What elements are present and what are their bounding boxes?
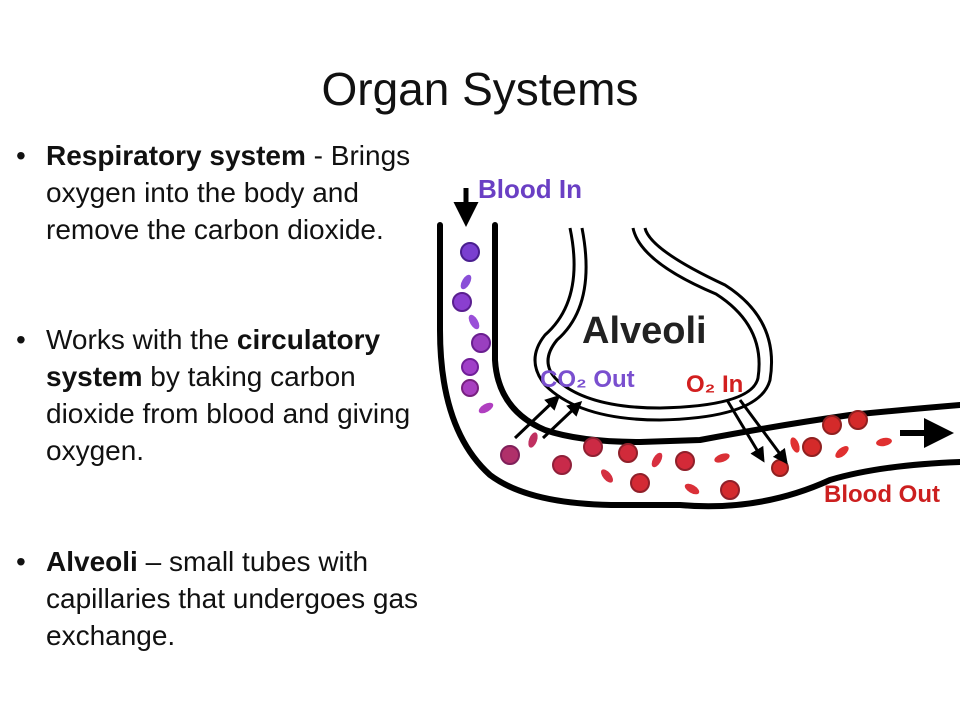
cell (452, 292, 472, 312)
bullet-pre: Works with the (46, 324, 237, 355)
co2-out-arrow (541, 400, 583, 440)
cell (790, 437, 800, 453)
cell (714, 453, 730, 463)
bullet-text: Works with the circulatory system by tak… (46, 321, 416, 469)
cell (468, 314, 480, 330)
bullet-bold: circulatory system (46, 324, 381, 392)
slide-title: Organ Systems (321, 63, 639, 115)
cell (583, 437, 603, 457)
cell (675, 451, 695, 471)
bullet-bold: Alveoli (46, 546, 138, 577)
cell (552, 455, 572, 475)
co2-out-arrow (513, 394, 561, 440)
o2-in-arrow (725, 399, 765, 463)
bullet-text: Alveoli – small tubes with capillaries t… (46, 543, 476, 654)
alveoli-label: Alveoli (582, 310, 707, 352)
bullet-list: • Respiratory system - Brings oxygen int… (16, 137, 476, 654)
cell (461, 379, 479, 397)
cell (876, 437, 892, 447)
cell (802, 437, 822, 457)
cell (460, 242, 480, 262)
cell (720, 480, 740, 500)
capillary-walls (437, 222, 960, 510)
co2-out-label: CO₂ Out (540, 366, 635, 393)
blood-out-label: Blood Out (824, 481, 940, 508)
cell (528, 432, 538, 448)
bullet-rest: – small tubes with capillaries that unde… (46, 546, 419, 651)
cell (500, 445, 520, 465)
cell (630, 473, 650, 493)
bullet-dot: • (16, 546, 26, 577)
bullet-rest: by taking carbon dioxide from blood and … (46, 361, 411, 466)
cell (835, 446, 849, 458)
bullet-rest: - Brings oxygen into the body and remove… (46, 140, 411, 245)
bullet-text: Respiratory system - Brings oxygen into … (46, 137, 416, 248)
alveolus-sac (533, 227, 773, 422)
cell (601, 469, 613, 483)
blood-in-label: Blood In (478, 174, 582, 204)
cell (460, 274, 472, 290)
arrows (453, 188, 954, 465)
bullet-dot: • (16, 324, 26, 355)
cell (618, 443, 638, 463)
cell (651, 452, 663, 468)
bullet-dot: • (16, 140, 26, 171)
cell (684, 483, 700, 495)
o2-in-label: O₂ In (686, 371, 743, 398)
cell (848, 410, 868, 430)
bullet-bold: Respiratory system (46, 140, 306, 171)
cell (461, 358, 479, 376)
cell (771, 459, 789, 477)
cell (822, 415, 842, 435)
alveoli-diagram: Blood In Alveoli CO₂ Out O₂ In Blood Out (437, 174, 960, 510)
cell (471, 333, 491, 353)
o2-in-arrow (738, 399, 788, 465)
deoxygenated-cells (452, 242, 538, 465)
cell (478, 402, 494, 414)
oxygenated-cells (552, 410, 892, 500)
